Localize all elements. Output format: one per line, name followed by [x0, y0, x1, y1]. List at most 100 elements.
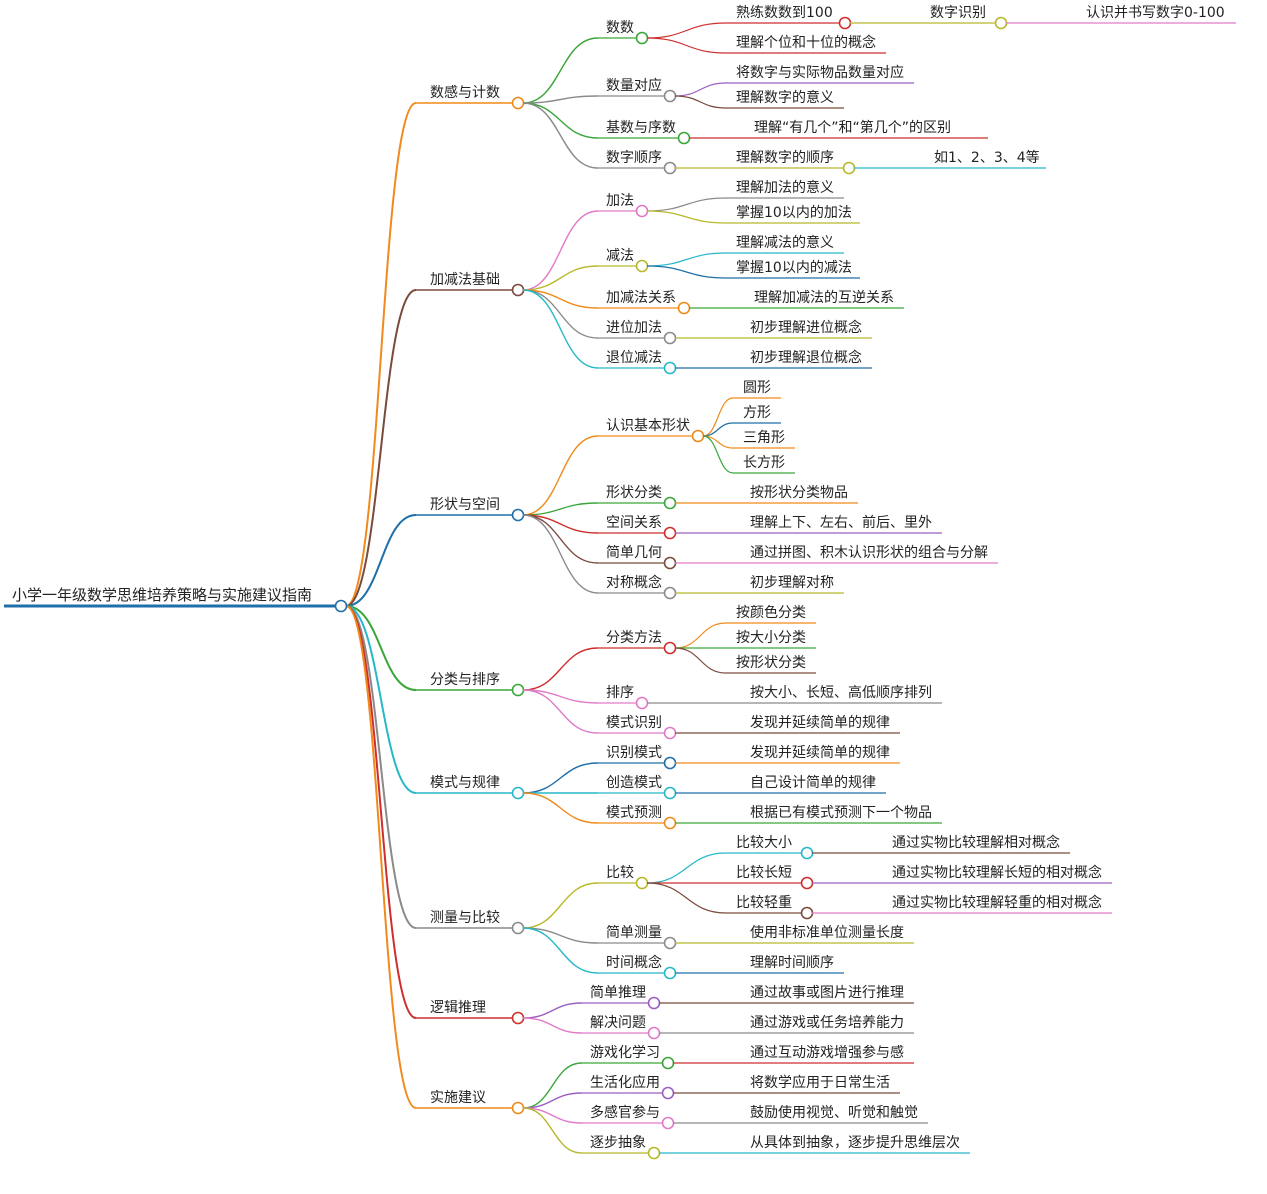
- leaf-6-1-0: 通过游戏或任务培养能力: [750, 1015, 904, 1031]
- leaf-1-2-0: 理解加减法的互逆关系: [754, 290, 894, 306]
- topic-2-3: 简单几何: [606, 544, 662, 561]
- leaf-0-0-0-0: 数字识别: [930, 5, 986, 21]
- leaf-0-3-0-node[interactable]: [842, 161, 856, 175]
- leaf-5-0-0: 比较大小: [736, 835, 792, 851]
- branch-5-node[interactable]: [511, 921, 525, 935]
- leaf-5-0-0-0: 通过实物比较理解相对概念: [892, 834, 1060, 851]
- leaf-0-0-0: 熟练数数到100: [736, 5, 833, 21]
- topic-5-2: 时间概念: [606, 954, 662, 971]
- leaf-1-3-0: 初步理解进位概念: [750, 319, 862, 336]
- topic-1-1: 减法: [606, 248, 634, 264]
- leaf-5-0-2-0: 通过实物比较理解轻重的相对概念: [892, 894, 1102, 911]
- leaf-0-3-0-0: 如1、2、3、4等: [934, 149, 1040, 166]
- leaf-5-0-2: 比较轻重: [736, 895, 792, 911]
- topic-1-0: 加法: [606, 193, 634, 209]
- branch-7-node[interactable]: [511, 1101, 525, 1115]
- leaf-2-0-1: 方形: [743, 405, 771, 421]
- topic-0-3: 数字顺序: [606, 150, 662, 166]
- topic-5-1: 简单测量: [606, 924, 662, 941]
- topic-2-2: 空间关系: [606, 515, 662, 531]
- leaf-0-0-0-0-node[interactable]: [994, 16, 1008, 30]
- branch-6-node[interactable]: [511, 1011, 525, 1025]
- topic-4-0: 识别模式: [606, 745, 662, 761]
- topic-6-1-node[interactable]: [647, 1026, 661, 1040]
- topic-7-1-node[interactable]: [661, 1086, 675, 1100]
- branch-3: 分类与排序: [430, 672, 500, 688]
- topic-2-3-node[interactable]: [663, 556, 677, 570]
- leaf-1-0-1: 掌握10以内的加法: [736, 205, 852, 221]
- topic-5-1-node[interactable]: [663, 936, 677, 950]
- topic-2-4-node[interactable]: [663, 586, 677, 600]
- topic-1-0-node[interactable]: [635, 204, 649, 218]
- topic-2-0-node[interactable]: [691, 429, 705, 443]
- topic-1-3-node[interactable]: [663, 331, 677, 345]
- leaf-0-2-0: 理解“有几个”和“第几个”的区别: [754, 119, 951, 136]
- branch-4-node[interactable]: [511, 786, 525, 800]
- leaf-4-2-0: 根据已有模式预测下一个物品: [750, 805, 932, 821]
- topic-1-4-node[interactable]: [663, 361, 677, 375]
- topic-3-2: 模式识别: [606, 715, 662, 731]
- branch-2-node[interactable]: [511, 508, 525, 522]
- leaf-3-1-0: 按大小、长短、高低顺序排列: [750, 684, 932, 701]
- topic-0-0-node[interactable]: [635, 31, 649, 45]
- leaf-2-0-3: 长方形: [743, 455, 785, 471]
- branch-0-node[interactable]: [511, 96, 525, 110]
- topic-5-2-node[interactable]: [663, 966, 677, 980]
- topic-4-1-node[interactable]: [663, 786, 677, 800]
- root-topic: 小学一年级数学思维培养策略与实施建议指南: [12, 586, 312, 604]
- topic-4-2: 模式预测: [606, 805, 662, 821]
- branch-2: 形状与空间: [430, 497, 500, 513]
- topic-2-2-node[interactable]: [663, 526, 677, 540]
- topic-5-0-node[interactable]: [635, 876, 649, 890]
- branch-1-node[interactable]: [511, 283, 525, 297]
- leaf-5-0-1-node[interactable]: [800, 876, 814, 890]
- topic-7-2: 多感官参与: [590, 1104, 660, 1121]
- leaf-2-1-0: 按形状分类物品: [750, 485, 848, 501]
- topic-1-4: 退位减法: [606, 350, 662, 366]
- leaf-1-0-0: 理解加法的意义: [736, 179, 834, 196]
- topic-1-3: 进位加法: [606, 320, 662, 336]
- topic-0-2: 基数与序数: [606, 119, 676, 136]
- topic-3-1-node[interactable]: [635, 696, 649, 710]
- topic-2-1: 形状分类: [606, 485, 662, 501]
- leaf-0-0-0-node[interactable]: [838, 16, 852, 30]
- leaf-3-0-1: 按大小分类: [736, 630, 806, 646]
- branch-5: 测量与比较: [430, 910, 500, 926]
- topic-7-3: 逐步抽象: [590, 1135, 646, 1151]
- topic-3-2-node[interactable]: [663, 726, 677, 740]
- leaf-5-0-1-0: 通过实物比较理解长短的相对概念: [892, 864, 1102, 881]
- topic-0-3-node[interactable]: [663, 161, 677, 175]
- topic-4-0-node[interactable]: [663, 756, 677, 770]
- topic-3-0: 分类方法: [606, 630, 662, 646]
- leaf-7-0-0: 通过互动游戏增强参与感: [750, 1044, 904, 1061]
- topic-7-3-node[interactable]: [647, 1146, 661, 1160]
- topic-6-0-node[interactable]: [647, 996, 661, 1010]
- leaf-0-3-0: 理解数字的顺序: [736, 150, 834, 166]
- topic-7-0: 游戏化学习: [590, 1045, 660, 1061]
- root-node[interactable]: [334, 599, 348, 613]
- leaf-5-0-2-node[interactable]: [800, 906, 814, 920]
- leaf-2-4-0: 初步理解对称: [750, 574, 834, 591]
- branch-4: 模式与规律: [430, 775, 500, 791]
- topic-7-2-node[interactable]: [661, 1116, 675, 1130]
- leaf-1-4-0: 初步理解退位概念: [750, 349, 862, 366]
- topic-2-4: 对称概念: [606, 574, 662, 591]
- branch-0: 数感与计数: [430, 84, 500, 101]
- topic-0-1-node[interactable]: [663, 89, 677, 103]
- topic-0-2-node[interactable]: [677, 131, 691, 145]
- leaf-4-0-0: 发现并延续简单的规律: [750, 744, 890, 761]
- topic-1-2-node[interactable]: [677, 301, 691, 315]
- leaf-1-1-1: 掌握10以内的减法: [736, 260, 852, 276]
- leaf-0-1-0: 将数字与实际物品数量对应: [736, 64, 904, 81]
- topic-1-1-node[interactable]: [635, 259, 649, 273]
- leaf-5-0-0-node[interactable]: [800, 846, 814, 860]
- topic-7-0-node[interactable]: [661, 1056, 675, 1070]
- topic-4-2-node[interactable]: [663, 816, 677, 830]
- branch-3-node[interactable]: [511, 683, 525, 697]
- leaf-0-1-1: 理解数字的意义: [736, 89, 834, 106]
- topic-2-1-node[interactable]: [663, 496, 677, 510]
- topic-3-0-node[interactable]: [663, 641, 677, 655]
- leaf-2-2-0: 理解上下、左右、前后、里外: [750, 514, 932, 531]
- leaf-0-0-0-0-0: 认识并书写数字0-100: [1086, 5, 1225, 21]
